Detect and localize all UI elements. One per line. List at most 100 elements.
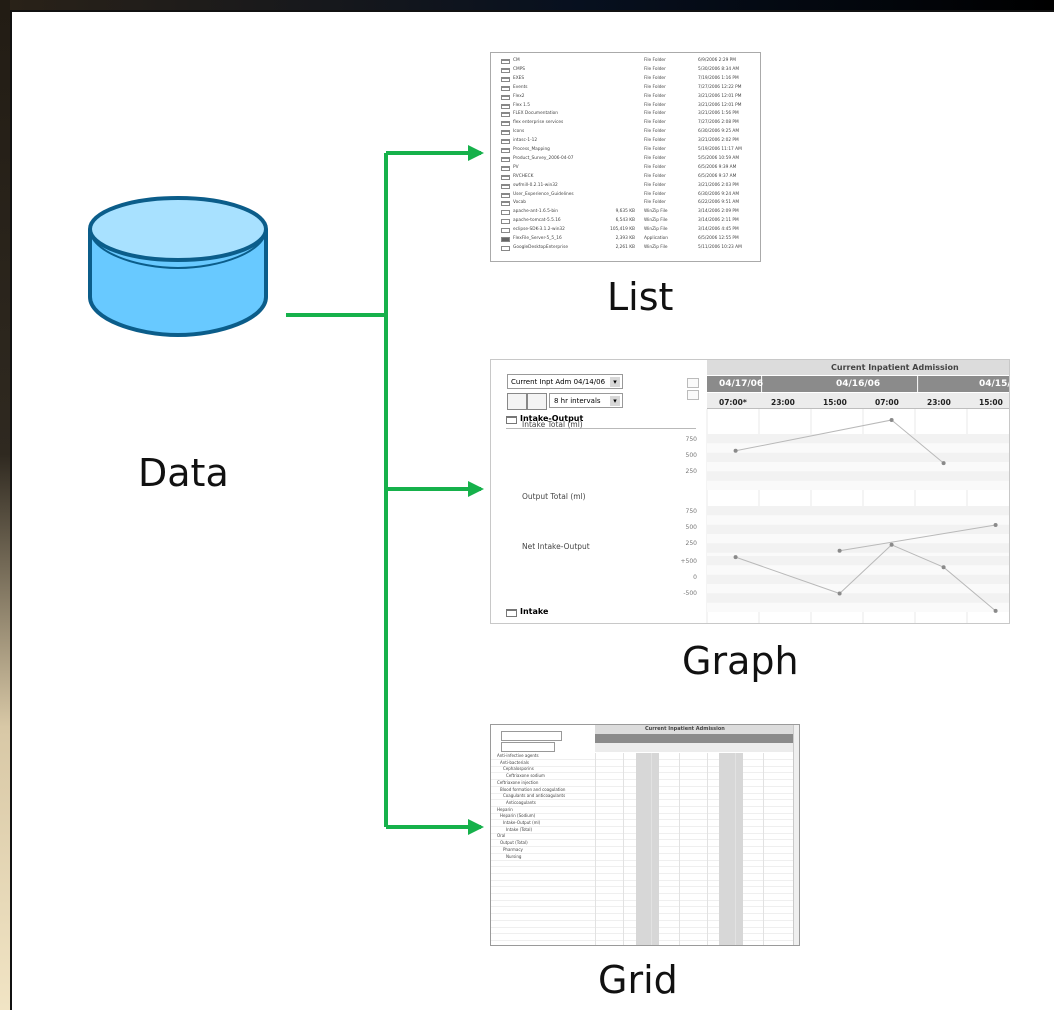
grid-row-label: Oral	[497, 833, 506, 839]
list-date: 3/14/2006 4:45 PM	[698, 227, 739, 233]
graph-data-point[interactable]	[837, 548, 842, 553]
graph-time-label: 23:00	[771, 398, 795, 407]
graph-date-band	[707, 376, 1009, 392]
list-row[interactable]: GoogleDesktopEnterprise 2,261 KB WinZip Fi…	[491, 244, 760, 252]
list-size: 2,261 KB	[615, 244, 635, 250]
graph-date-1: 04/17/06	[719, 379, 764, 389]
file-icon	[501, 237, 510, 242]
graph-data-point[interactable]	[941, 461, 946, 466]
grid-row-label: Output (Total)	[500, 840, 528, 846]
list-date: 5/19/2006 11:17 AM	[698, 147, 742, 152]
graph-selector[interactable]: Current Inpt Adm 04/14/06 ▾	[507, 374, 623, 389]
grid-row-label: Anti-infective agents	[497, 753, 539, 758]
list-type: File Folder	[644, 102, 666, 108]
list-name: swfmill-0.2.11-win32	[513, 182, 558, 188]
list-name: Flex2	[513, 93, 525, 99]
list-name: apache-ant-1.6.5-bin	[513, 209, 558, 215]
graph-data-point[interactable]	[889, 542, 894, 547]
graph-data-point[interactable]	[889, 418, 894, 422]
list-type: WinZip File	[644, 244, 668, 250]
graph-tick-label: 500	[686, 524, 698, 531]
list-date: 3/21/2006 12:01 PM	[698, 93, 742, 99]
graph-panel-stripe	[707, 434, 1009, 444]
graph-tool-2[interactable]	[527, 393, 547, 410]
intake-output-group: Intake-Output	[506, 414, 696, 429]
folder-icon	[501, 103, 510, 109]
list-date: 6/22/2006 9:51 AM	[698, 200, 740, 206]
list-type: File Folder	[644, 129, 666, 135]
grid-scrollbar[interactable]	[793, 725, 799, 945]
graph-time-label: 23:00	[927, 398, 951, 407]
graph-preview: Current Inpt Adm 04/14/06 ▾ 8 hr interva…	[490, 359, 1010, 624]
grid-row-label: Ceftriaxone sodium	[506, 773, 545, 779]
interval-select-label: 8 hr intervals	[554, 397, 601, 405]
list-name: CM	[513, 58, 520, 63]
list-name: Vocab	[513, 200, 526, 206]
folder-icon	[501, 183, 510, 189]
graph-row-label: Net Intake-Output	[522, 542, 590, 551]
grid-row-label: Heparin (Sodium)	[500, 813, 536, 819]
graph-data-point[interactable]	[993, 608, 998, 613]
graph-scroll-up[interactable]	[687, 378, 699, 388]
list-date: 3/21/2006 2:03 PM	[698, 182, 739, 188]
list-type: File Folder	[644, 84, 666, 90]
graph-tick-label: +500	[681, 558, 698, 565]
graph-data-point[interactable]	[733, 555, 738, 560]
file-icon	[501, 228, 510, 234]
list-date: 6/5/2006 9:39 AM	[698, 164, 737, 170]
grid-selector[interactable]	[501, 731, 562, 741]
graph-data-point[interactable]	[941, 565, 946, 570]
graph-data-point[interactable]	[837, 591, 842, 596]
list-name: GoogleDesktopEnterprise	[513, 244, 568, 250]
grid-row-label: Blood formation and coagulation	[500, 786, 566, 792]
grid-interval[interactable]	[501, 742, 555, 752]
grid-column-divider	[623, 753, 624, 945]
list-name: flex enterprise services	[513, 120, 564, 126]
graph-data-point[interactable]	[993, 523, 998, 528]
graph-time-label: 15:00	[823, 398, 847, 407]
list-type: File Folder	[644, 173, 666, 179]
chevron-down-icon: ▾	[610, 396, 620, 406]
graph-panel-stripe	[707, 574, 1009, 584]
file-icon	[501, 245, 510, 251]
graph-data-point[interactable]	[733, 448, 738, 453]
graph-scroll-down[interactable]	[687, 390, 699, 400]
graph-row-label: Output Total (ml)	[522, 492, 586, 501]
folder-icon	[501, 130, 510, 136]
grid-row-label: Coagulants and anticoagulants	[503, 793, 566, 799]
graph-panel-stripe	[707, 506, 1009, 516]
folder-icon	[501, 94, 510, 100]
list-date: 3/21/2006 12:01 PM	[698, 102, 742, 108]
graph-tool-1[interactable]	[507, 393, 527, 410]
list-date: 3/21/2006 1:56 PM	[698, 111, 739, 117]
grid-row-label: Anti-bacterials	[500, 759, 530, 765]
interval-select[interactable]: 8 hr intervals ▾	[549, 393, 623, 408]
folder-icon	[501, 85, 510, 91]
graph-panel-stripe	[707, 452, 1009, 462]
grid-label: Grid	[598, 958, 678, 1002]
graph-panel-stripe	[707, 556, 1009, 566]
